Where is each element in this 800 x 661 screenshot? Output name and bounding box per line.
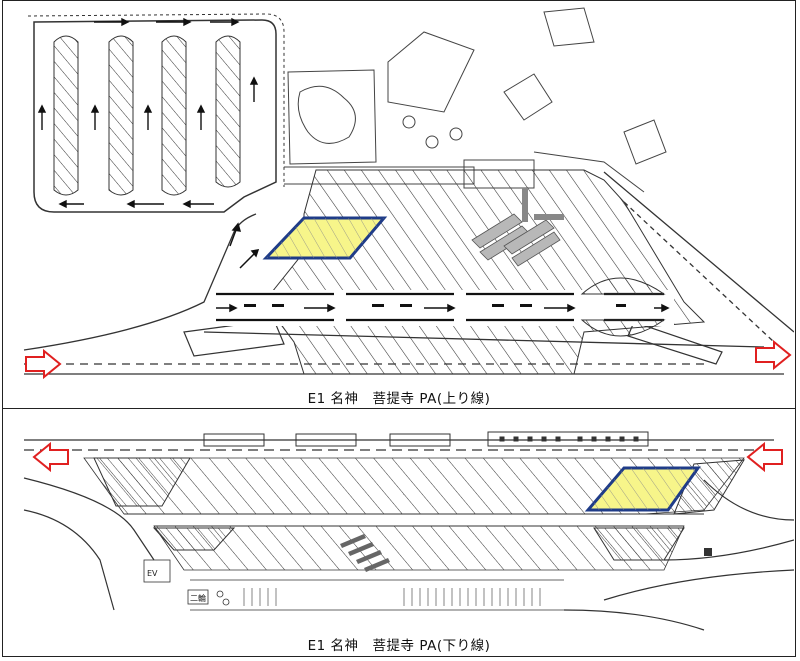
elevator-label: EV xyxy=(147,569,158,578)
mainline-road xyxy=(23,439,794,631)
highlight-parking-zone xyxy=(584,466,701,512)
entry-arrow-icon xyxy=(746,441,783,473)
exit-arrow-icon xyxy=(32,441,69,473)
bottom-parking-rows xyxy=(143,559,564,611)
motorcycle-label: 二輪 xyxy=(190,593,206,603)
panel-caption: E1 名神 菩提寺 PA(上り線) xyxy=(307,391,491,407)
truck-island xyxy=(53,35,79,196)
truck-island xyxy=(108,35,134,196)
exit-arrow-icon xyxy=(755,339,792,371)
panel-caption: E1 名神 菩提寺 PA(下り線) xyxy=(307,638,491,654)
service-buildings xyxy=(203,431,649,447)
map-panel-kudari: EV 二輪 E1 名神 菩提寺 PA(下り線) xyxy=(4,410,794,655)
truck-island xyxy=(161,35,187,196)
car-parking-area xyxy=(83,457,745,572)
highlight-parking-zone xyxy=(262,216,388,260)
map-kudari: EV 二輪 xyxy=(23,431,794,631)
map-nobori xyxy=(23,7,794,380)
truck-island xyxy=(215,35,241,188)
truck-parking-lot xyxy=(27,13,285,213)
map-panel-nobori: E1 名神 菩提寺 PA(上り線) xyxy=(4,2,794,407)
panel-divider xyxy=(2,408,796,409)
entry-arrow-icon xyxy=(25,348,62,380)
building-area xyxy=(284,7,667,193)
